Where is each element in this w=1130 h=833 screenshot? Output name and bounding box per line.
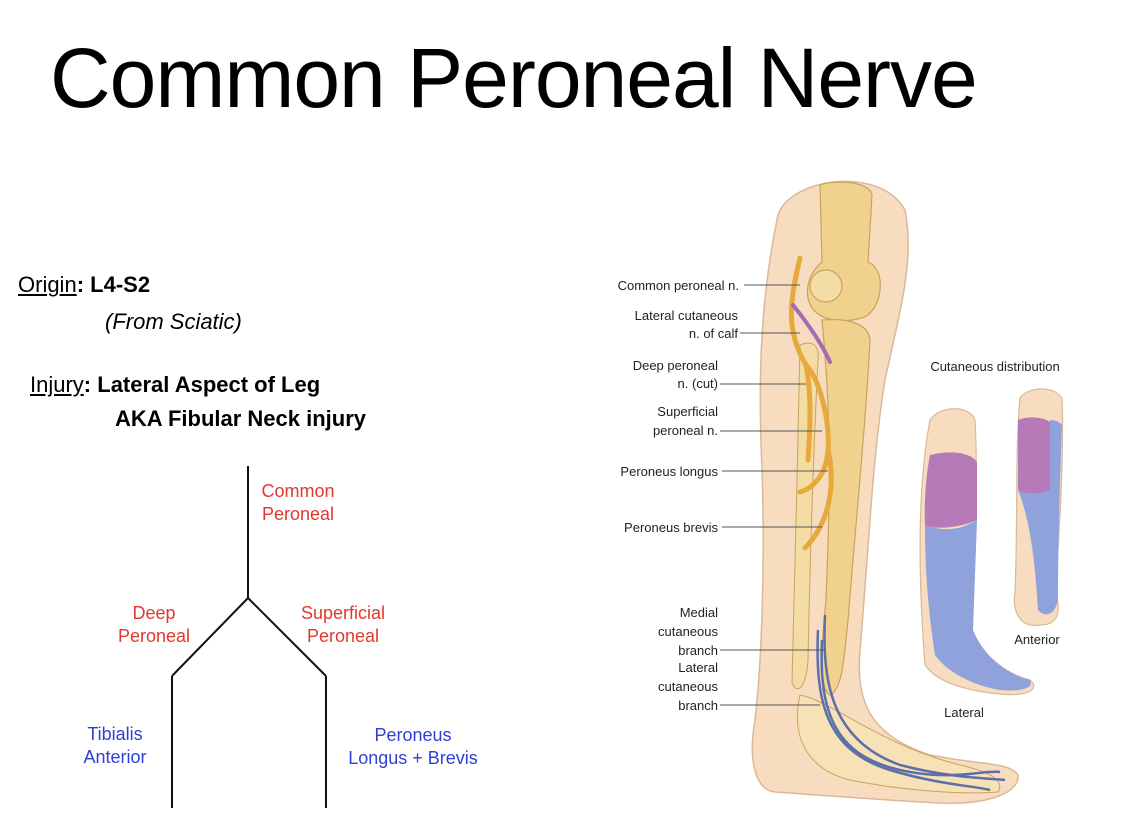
tree-right-line1: Superficial xyxy=(283,602,403,625)
label-superficial-2: peroneal n. xyxy=(653,423,718,438)
tree-left-leaf-line1: Tibialis xyxy=(60,723,170,746)
tree-right-line2: Peroneal xyxy=(283,625,403,648)
anterior-view-purple-region xyxy=(1018,417,1050,493)
tree-root-label: Common Peroneal xyxy=(248,480,348,526)
label-lateral-1: Lateral xyxy=(678,660,718,675)
label-peroneus-brevis: Peroneus brevis xyxy=(624,520,718,535)
tree-right-leaf-line2: Longus + Brevis xyxy=(333,747,493,770)
label-medial-1: Medial xyxy=(680,605,718,620)
label-lateral-2: cutaneous xyxy=(658,679,718,694)
label-cutaneous-distribution: Cutaneous distribution xyxy=(930,359,1059,374)
tree-left-line1: Deep xyxy=(104,602,204,625)
lateral-view-purple-region xyxy=(925,452,977,527)
label-anterior: Anterior xyxy=(1014,632,1060,647)
tree-left-label: Deep Peroneal xyxy=(104,602,204,648)
tree-root-line1: Common xyxy=(248,480,348,503)
label-medial-2: cutaneous xyxy=(658,624,718,639)
patella-bone xyxy=(810,270,842,302)
label-common-peroneal: Common peroneal n. xyxy=(618,278,739,293)
tree-left-line2: Peroneal xyxy=(104,625,204,648)
label-deep-peroneal-2: n. (cut) xyxy=(678,376,718,391)
tree-left-leaf-line2: Anterior xyxy=(60,746,170,769)
label-medial-3: branch xyxy=(678,643,718,658)
label-deep-peroneal-1: Deep peroneal xyxy=(633,358,718,373)
label-lateral-cutaneous-1: Lateral cutaneous xyxy=(635,308,739,323)
label-lateral-cutaneous-2: n. of calf xyxy=(689,326,739,341)
tree-right-leaf-label: Peroneus Longus + Brevis xyxy=(333,724,493,770)
tree-right-leaf-line1: Peroneus xyxy=(333,724,493,747)
tree-right-label: Superficial Peroneal xyxy=(283,602,403,648)
label-lateral-3: branch xyxy=(678,698,718,713)
tree-left-leaf-label: Tibialis Anterior xyxy=(60,723,170,769)
branch-tree-lines xyxy=(0,0,560,833)
label-lateral-view: Lateral xyxy=(944,705,984,720)
label-peroneus-longus: Peroneus longus xyxy=(620,464,718,479)
leg-anatomy-figure: Common peroneal n. Lateral cutaneous n. … xyxy=(580,165,1130,830)
label-superficial-1: Superficial xyxy=(657,404,718,419)
tree-root-line2: Peroneal xyxy=(248,503,348,526)
